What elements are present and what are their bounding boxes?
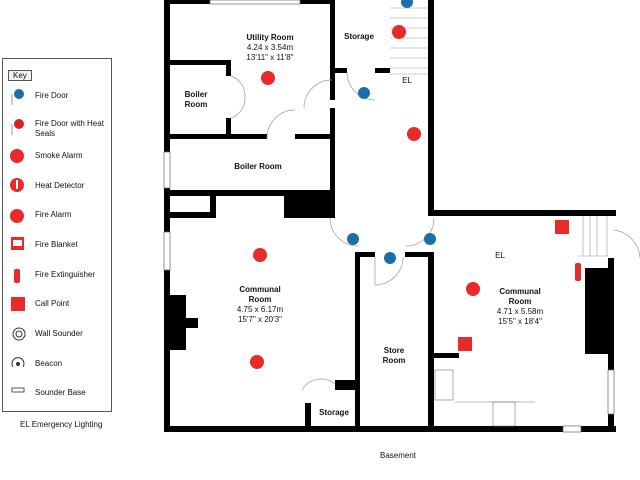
fire-door-icon: [9, 87, 27, 105]
call-point-icon: [9, 295, 27, 313]
fire-extinguisher-icon: [9, 266, 27, 284]
hob-icon: [492, 401, 516, 427]
windows: [163, 0, 615, 433]
smoke-alarm-icon: [250, 355, 264, 369]
room-storage-bottom: Storage: [319, 408, 349, 417]
key-item: Fire Extinguisher: [35, 270, 96, 279]
key-item: Sounder Base: [35, 388, 86, 397]
fire-door-icon: [401, 0, 413, 8]
key-item: Smoke Alarm: [35, 151, 83, 160]
call-point-icon: [555, 220, 569, 234]
key-item: Fire Alarm: [35, 210, 72, 219]
el-label: EL: [495, 251, 505, 260]
heat-detector-icon: [9, 177, 27, 195]
key-legend: Key Fire Door Fire Door with Heat Seals …: [2, 58, 112, 412]
smoke-alarm-icon: [9, 148, 27, 166]
door-swings: [230, 71, 640, 391]
fire-door-icon: [384, 252, 396, 264]
fire-extinguisher-icon: [575, 263, 581, 281]
room-store: Store Room: [382, 346, 406, 365]
el-label: EL: [402, 76, 412, 85]
fire-alarm-icon: [9, 207, 27, 225]
fire-door-heat-seals-icon: [9, 117, 27, 135]
key-item: Fire Blanket: [35, 240, 78, 249]
el-note: EL Emergency Lighting: [20, 420, 103, 429]
fire-door-icon: [347, 233, 359, 245]
fire-blanket-icon: [9, 236, 27, 254]
smoke-alarm-icon: [392, 25, 406, 39]
key-title: Key: [8, 70, 32, 81]
fire-door-icon: [358, 87, 370, 99]
key-item: Call Point: [35, 299, 70, 308]
fire-doors: [347, 0, 436, 264]
sink-icon: [434, 369, 454, 401]
room-boiler-large: Boiler Room: [234, 162, 282, 171]
walls: [164, 0, 616, 432]
kitchen-fittings: [434, 369, 535, 427]
smoke-alarms: [250, 25, 480, 369]
fire-blanket-icon: [458, 337, 472, 351]
beacon-icon: [9, 355, 27, 373]
sounder-base-icon: [9, 385, 27, 403]
room-storage-top: Storage: [344, 32, 374, 41]
fire-alarm-icon: [407, 127, 421, 141]
smoke-alarm-icon: [466, 282, 480, 296]
key-item: Heat Detector: [35, 181, 85, 190]
key-item: Fire Door with Heat Seals: [35, 119, 104, 138]
stairs: [390, 7, 608, 257]
floor-label: Basement: [380, 451, 417, 460]
key-item: Wall Sounder: [35, 329, 83, 338]
key-item: Beacon: [35, 359, 63, 368]
wall-sounder-icon: [9, 325, 27, 343]
smoke-alarm-icon: [261, 71, 275, 85]
key-item: Fire Door: [35, 91, 69, 100]
room-boiler-small: Boiler Room: [184, 90, 208, 109]
smoke-alarm-icon: [253, 248, 267, 262]
fire-door-icon: [424, 233, 436, 245]
